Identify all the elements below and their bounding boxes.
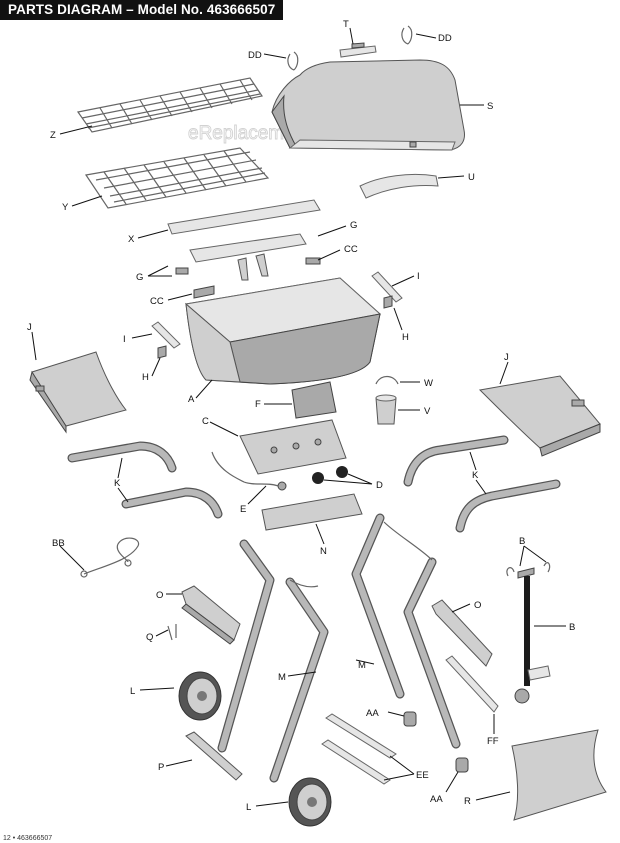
label-j-left: J — [27, 322, 32, 333]
part-l-wheel-top — [178, 671, 222, 721]
part-d-knob-2 — [336, 466, 348, 478]
part-i-bar-right — [371, 271, 403, 303]
label-h-right: H — [402, 332, 409, 343]
part-ff-rod — [445, 655, 499, 713]
label-r: R — [464, 796, 471, 807]
label-j-right: J — [504, 352, 509, 363]
part-ee-rail-lower — [321, 739, 391, 785]
part-l-wheel-bottom — [288, 777, 332, 827]
part-k-support-left-1 — [67, 441, 177, 473]
label-k-left: K — [114, 478, 121, 489]
part-dd-clip-right — [401, 25, 413, 45]
part-v-grease-cup — [375, 394, 397, 425]
part-h-hook-right — [383, 295, 393, 309]
part-u-heat-shield — [359, 173, 439, 199]
page-title: PARTS DIAGRAM – Model No. 463666507 — [0, 0, 284, 20]
label-dd-left: DD — [248, 50, 262, 61]
label-h-left: H — [142, 372, 149, 383]
part-f-plate — [291, 381, 337, 419]
part-z-warming-rack — [76, 77, 263, 133]
part-ee-rail-upper — [325, 713, 397, 759]
part-bb-wire — [80, 537, 140, 578]
part-p-bar — [185, 731, 243, 781]
part-aa-foot-upper — [403, 711, 417, 727]
label-l-bottom: L — [246, 802, 251, 813]
part-k-support-right-1 — [403, 435, 509, 487]
part-dd-clip-left — [287, 51, 299, 71]
label-q: Q — [146, 632, 153, 643]
part-w-bucket-handle — [375, 375, 399, 385]
part-r-bottom-shelf — [511, 729, 607, 821]
part-k-support-right-2 — [455, 479, 561, 533]
label-b-top: B — [519, 536, 525, 547]
part-a-firebox — [184, 277, 382, 385]
label-m-left: M — [278, 672, 286, 683]
part-y-cooking-grate — [84, 147, 270, 209]
part-o-bracket-right — [431, 599, 493, 667]
part-d-knob-1 — [312, 472, 324, 484]
label-d: D — [376, 480, 383, 491]
label-dd-right: DD — [438, 33, 452, 44]
part-n-front-panel — [261, 493, 363, 531]
part-e-igniter — [211, 451, 287, 491]
label-m-right: M — [358, 660, 366, 671]
part-q-clip — [167, 624, 177, 641]
label-w: W — [424, 378, 433, 389]
label-t: T — [343, 19, 349, 30]
label-cc-right: CC — [344, 244, 358, 255]
page-footer: 12 • 463666507 — [3, 835, 53, 842]
label-e: E — [240, 504, 246, 515]
label-u: U — [468, 172, 475, 183]
part-o-bracket-left — [181, 585, 241, 645]
label-ff: FF — [487, 736, 499, 747]
part-b-tank-scale — [506, 562, 551, 704]
part-t-handle-bracket — [339, 42, 377, 58]
label-aa-lower: AA — [430, 794, 443, 805]
label-v: V — [424, 406, 431, 417]
part-c-control-panel — [239, 419, 347, 475]
label-s: S — [487, 101, 493, 112]
label-z: Z — [50, 130, 56, 141]
part-g-burner — [175, 233, 321, 281]
part-m-leg-left-2 — [269, 577, 329, 783]
part-i-bar-left — [151, 321, 181, 349]
label-o-right: O — [474, 600, 481, 611]
label-g-right: G — [350, 220, 357, 231]
label-ee: EE — [416, 770, 429, 781]
label-k-right: K — [472, 470, 479, 481]
label-y: Y — [62, 202, 69, 213]
part-aa-foot-lower — [455, 757, 469, 773]
label-a: A — [188, 394, 195, 405]
part-cc-bracket-left — [193, 285, 215, 299]
label-l-top: L — [130, 686, 135, 697]
label-f: F — [255, 399, 261, 410]
part-j-shelf-left — [29, 351, 127, 434]
label-c: C — [202, 416, 209, 427]
part-s-lid — [271, 59, 465, 151]
label-cc-left: CC — [150, 296, 164, 307]
label-g-left: G — [136, 272, 143, 283]
label-i-left: I — [123, 334, 126, 345]
label-i-right: I — [417, 271, 420, 282]
part-x-deflector — [167, 199, 321, 235]
leg-connector-left — [289, 579, 319, 588]
label-n: N — [320, 546, 327, 557]
label-bb: BB — [52, 538, 65, 549]
label-aa-upper: AA — [366, 708, 379, 719]
label-x: X — [128, 234, 135, 245]
part-m-leg-left-1 — [217, 539, 275, 753]
part-m-leg-right-1 — [351, 513, 405, 699]
label-b-right: B — [569, 622, 575, 633]
part-h-hook-left — [157, 345, 167, 359]
part-k-support-left-2 — [121, 487, 223, 519]
leg-connector-right — [383, 521, 433, 561]
part-m-leg-right-2 — [403, 557, 461, 749]
label-p: P — [158, 762, 164, 773]
label-o-left: O — [156, 590, 163, 601]
leader-lines — [31, 27, 566, 807]
part-j-shelf-right — [478, 375, 601, 457]
part-labels: T DD DD S Z Y U X G G CC CC I I H H J J … — [27, 19, 575, 813]
